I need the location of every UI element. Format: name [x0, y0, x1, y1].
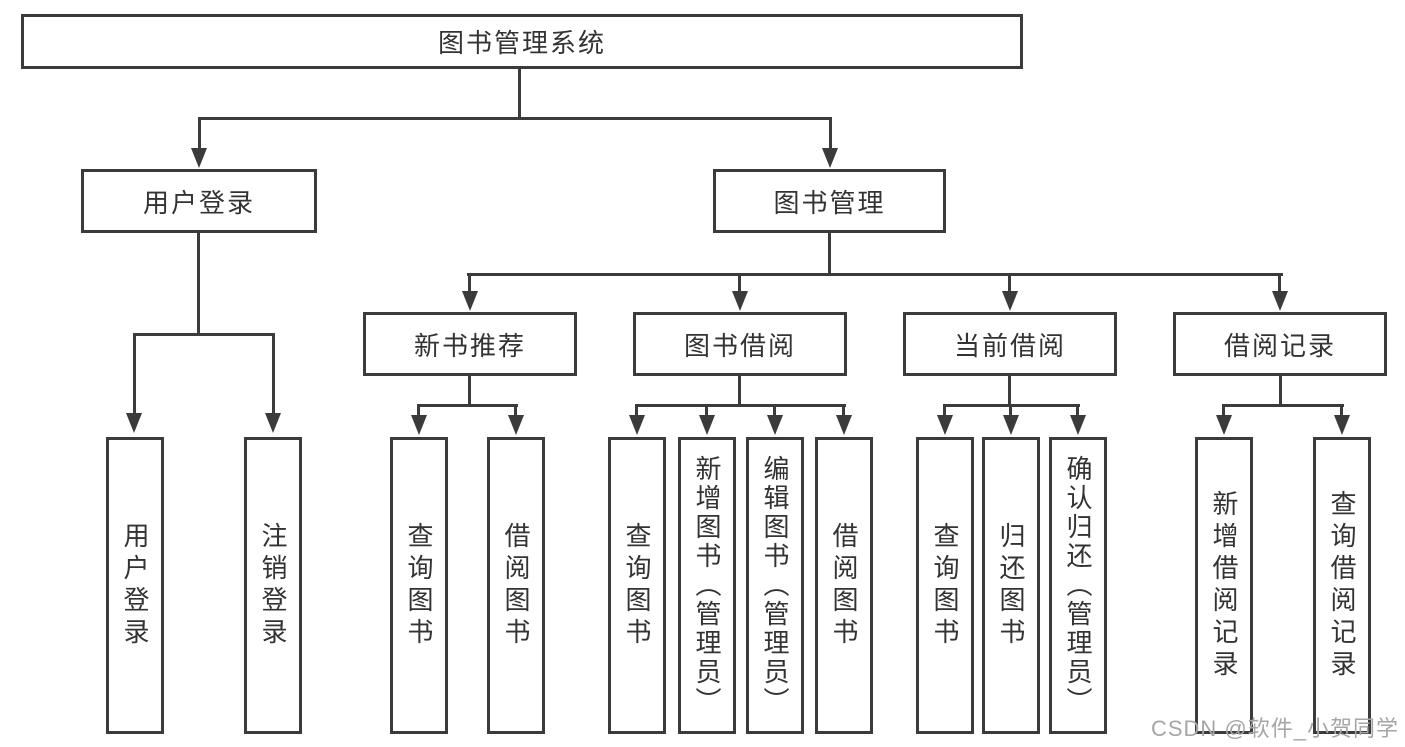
leaf-add-book-admin: 新增图书（管理员）	[678, 437, 736, 734]
node-library-system: 图书管理系统	[21, 14, 1023, 69]
node-label: 图书借阅	[683, 330, 796, 361]
leaf-borrow-book: 借阅图书	[815, 437, 873, 734]
connector-line	[514, 404, 517, 416]
node-label: 归还图书	[996, 521, 1026, 650]
node-label: 用户登录	[120, 521, 150, 650]
leaf-query-book: 查询图书	[608, 437, 666, 734]
node-label: 注销登录	[258, 521, 288, 650]
connector-line	[133, 333, 275, 336]
connector-line	[197, 233, 200, 336]
node-label: 借阅记录	[1223, 330, 1336, 361]
connector-line	[635, 404, 846, 407]
leaf-edit-book-admin: 编辑图书（管理员）	[746, 437, 804, 734]
connector-line	[1008, 376, 1011, 407]
leaf-user-login: 用户登录	[106, 437, 164, 734]
leaf-return-book: 归还图书	[982, 437, 1040, 734]
connector-line	[705, 404, 708, 416]
connector-arrowhead	[191, 148, 207, 168]
connector-arrowhead	[699, 415, 715, 435]
connector-arrowhead	[822, 148, 838, 168]
connector-line	[1008, 273, 1011, 292]
connector-line	[828, 233, 831, 276]
connector-line	[943, 404, 946, 416]
connector-line	[738, 376, 741, 407]
leaf-query-book: 查询图书	[390, 437, 448, 734]
node-label: 查询图书	[404, 521, 434, 650]
connector-line	[1340, 404, 1343, 416]
node-user-login: 用户登录	[81, 169, 317, 233]
connector-line	[1222, 404, 1344, 407]
connector-line	[198, 117, 832, 120]
connector-line	[133, 333, 136, 413]
connector-arrowhead	[1002, 291, 1018, 311]
node-label: 新书推荐	[413, 330, 526, 361]
node-book-management: 图书管理	[713, 169, 946, 233]
connector-line	[468, 376, 471, 407]
leaf-query-borrow-record: 查询借阅记录	[1313, 437, 1371, 734]
connector-line	[1279, 376, 1282, 407]
connector-arrowhead	[508, 415, 524, 435]
leaf-query-book: 查询图书	[916, 437, 974, 734]
node-label: 用户登录	[142, 187, 255, 218]
connector-line	[518, 69, 521, 119]
connector-arrowhead	[629, 415, 645, 435]
node-current-borrow: 当前借阅	[903, 312, 1117, 376]
connector-line	[1009, 404, 1012, 416]
node-label: 图书管理	[773, 187, 886, 218]
connector-arrowhead	[1003, 415, 1019, 435]
node-label: 新增图书（管理员）	[692, 455, 722, 716]
connector-line	[738, 273, 741, 292]
connector-line	[842, 404, 845, 416]
connector-arrowhead	[937, 415, 953, 435]
node-label: 确认归还（管理员）	[1063, 455, 1093, 716]
connector-line	[468, 273, 471, 292]
connector-arrowhead	[767, 415, 783, 435]
leaf-add-borrow-record: 新增借阅记录	[1195, 437, 1253, 734]
node-label: 当前借阅	[953, 330, 1066, 361]
node-label: 图书管理系统	[437, 28, 606, 58]
connector-arrowhead	[732, 291, 748, 311]
connector-arrowhead	[462, 291, 478, 311]
connector-arrowhead	[836, 415, 852, 435]
connector-arrowhead	[1272, 291, 1288, 311]
connector-line	[1278, 273, 1281, 292]
node-label: 借阅图书	[501, 521, 531, 650]
node-label: 编辑图书（管理员）	[760, 455, 790, 716]
connector-arrowhead	[411, 415, 427, 435]
node-label: 新增借阅记录	[1209, 489, 1239, 682]
leaf-logout: 注销登录	[244, 437, 302, 734]
connector-line	[773, 404, 776, 416]
watermark-text: CSDN @软件_小贺同学	[1150, 716, 1399, 741]
connector-line	[198, 117, 201, 149]
node-new-book-recommend: 新书推荐	[363, 312, 577, 376]
connector-arrowhead	[1216, 415, 1232, 435]
connector-line	[417, 404, 420, 416]
node-label: 查询借阅记录	[1327, 489, 1357, 682]
node-label: 查询图书	[930, 521, 960, 650]
node-borrow-record: 借阅记录	[1173, 312, 1387, 376]
node-book-borrow: 图书借阅	[633, 312, 847, 376]
connector-arrowhead	[265, 413, 281, 433]
node-label: 查询图书	[622, 521, 652, 650]
node-label: 借阅图书	[829, 521, 859, 650]
connector-line	[1222, 404, 1225, 416]
connector-line	[467, 273, 1283, 276]
connector-line	[417, 404, 518, 407]
connector-line	[1076, 404, 1079, 416]
connector-line	[829, 117, 832, 149]
leaf-confirm-return-admin: 确认归还（管理员）	[1049, 437, 1107, 734]
leaf-borrow-book: 借阅图书	[487, 437, 545, 734]
connector-arrowhead	[1334, 415, 1350, 435]
connector-line	[635, 404, 638, 416]
connector-line	[272, 333, 275, 413]
connector-arrowhead	[126, 413, 142, 433]
connector-arrowhead	[1070, 415, 1086, 435]
